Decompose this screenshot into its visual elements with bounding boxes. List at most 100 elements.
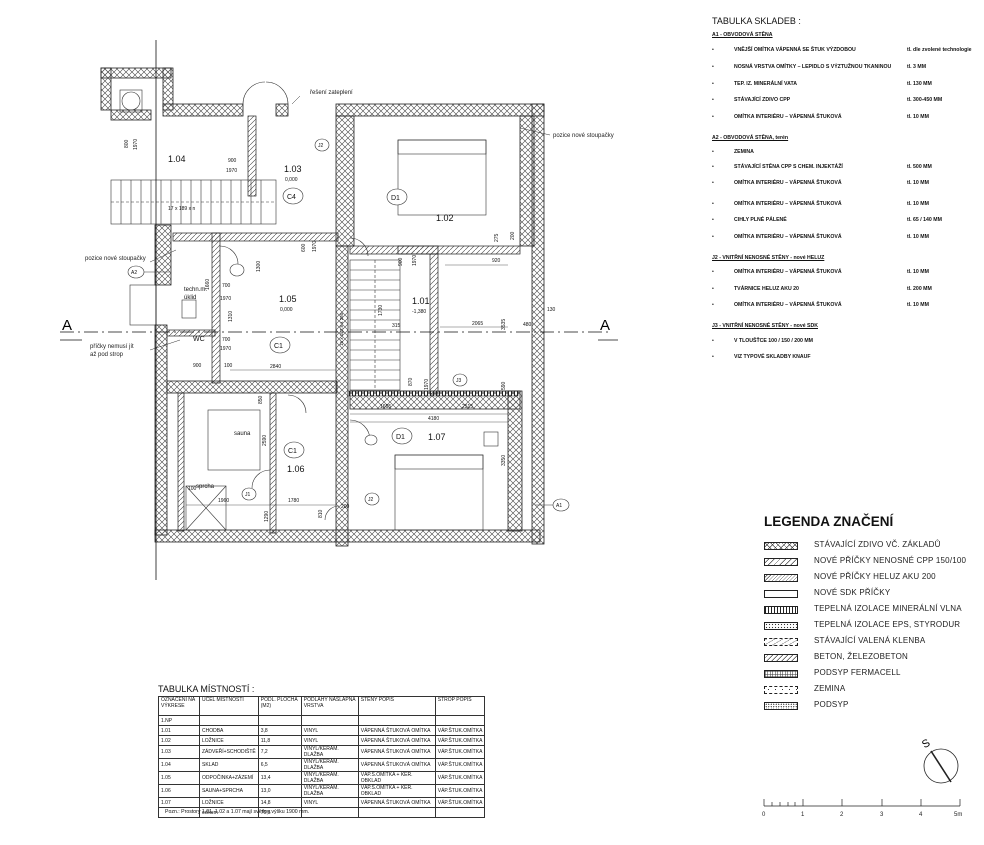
table-cell: VÁP.ŠTUK.OMÍTKA [434, 797, 486, 808]
table-header-row: OZNAČENÍ NA VÝKRESE ÚČEL MÍSTNOSTI PODL.… [158, 696, 486, 716]
legend-swatch [764, 558, 798, 566]
note-riser-right: pozice nové stoupačky [553, 133, 614, 139]
room-wc: WC [193, 336, 205, 343]
table-cell: VINYL/KERAM. DLAŽBA [300, 784, 359, 798]
dim-1970-b: 1970 [133, 139, 139, 150]
table-cell: VINYL [300, 725, 359, 736]
skladby-title: TABULKA SKLADEB : [712, 16, 801, 26]
table-cell: VÁPENNÁ ŠTUKOVÁ OMÍTKA [357, 725, 436, 736]
room-1-06: 1.06 [287, 464, 305, 474]
table-cell: VÁP.ŠTUK.OMÍTKA [434, 745, 486, 759]
furniture [119, 89, 499, 531]
dim-590: 590 [501, 381, 507, 390]
stairs-label: 17 x 189 x n [168, 206, 195, 212]
dim-4180: 4180 [428, 416, 439, 422]
tag-c1-a-text: C1 [274, 343, 283, 350]
table-cell: ZÁDVEŘÍ+SCHODIŠTĚ [199, 745, 259, 759]
legend-swatch [764, 654, 798, 662]
table-cell: 1.03 [158, 745, 200, 759]
col-header: STROP POPIS [434, 696, 486, 716]
tag-c1-b [283, 441, 305, 459]
note-riser-left: pozice nové stoupačky [85, 256, 146, 262]
dim-1970-c: 1970 [312, 241, 318, 252]
dim-900-a: 900 [228, 158, 237, 164]
scale-tick-4: 4 [919, 812, 923, 818]
dim-850: 850 [258, 395, 264, 404]
tag-i [364, 434, 378, 446]
table-cell: 11,8 [257, 735, 302, 746]
table-cell: VÁP.ŠTUK.OMÍTKA [434, 758, 486, 772]
note-partitions: příčky nemusí jít [90, 344, 134, 350]
dim-2515: 2515 [462, 404, 473, 410]
dim-1290: 1290 [264, 511, 270, 522]
legend-swatch [764, 606, 798, 614]
legend-item: NOVÉ SDK PŘÍČKY [764, 588, 984, 600]
room-uklid: úklid [184, 295, 196, 301]
legend-item: STÁVAJÍCÍ VALENÁ KLENBA [764, 636, 984, 648]
col-header: PODL. PLOCHA (M2) [257, 696, 302, 716]
table-cell: VÁPENNÁ ŠTUKOVÁ OMÍTKA [357, 758, 436, 772]
room-1-03: 1.03 [284, 164, 302, 174]
dim-100-b: 100 [188, 486, 197, 492]
skladby-group-j3: J3 - VNITŘNÍ NENOSNÉ STĚNY - nové SDK [712, 323, 818, 329]
legend-swatch [764, 670, 798, 678]
dim-1310: 1310 [228, 311, 234, 322]
legend-swatch [764, 542, 798, 550]
room-1-01: 1.01 [412, 296, 430, 306]
legend-item: TEPELNÁ IZOLACE EPS, STYRODUR [764, 620, 984, 632]
table-cell: VÁP.ŠTUK.OMÍTKA [434, 784, 486, 798]
room-1-05: 1.05 [279, 294, 297, 304]
dim-1970-f: 1970 [424, 379, 430, 390]
table-cell: 1.05 [158, 771, 200, 785]
table-cell: VÁP.ŠTUK.OMÍTKA [434, 735, 486, 746]
table-cell: 1.06 [158, 784, 200, 798]
dim-900-c: 900 [398, 257, 404, 266]
legend-item: NOVÉ PŘÍČKY NENOSNÉ CPP 150/100 [764, 556, 984, 568]
skladby-group-a1: A1 - OBVODOVÁ STĚNA [712, 32, 773, 38]
stairs2-label: 15 x 187,8 x 250 [339, 312, 344, 346]
rooms-table-title: TABULKA MÍSTNOSTÍ : [158, 684, 255, 694]
scale-tick-2: 2 [840, 812, 844, 818]
dim-2590: 2590 [262, 435, 268, 446]
dim-2065: 2065 [472, 321, 483, 327]
dim-275: 275 [494, 233, 500, 242]
table-cell: 1.NP [158, 715, 200, 726]
table-cell: LOŽNICE [199, 797, 259, 808]
room-1-02: 1.02 [436, 213, 454, 223]
dim-1970-d: 1970 [220, 296, 231, 302]
legend-item: TEPELNÁ IZOLACE MINERÁLNÍ VLNA [764, 604, 984, 616]
dim-1960: 1960 [218, 498, 229, 504]
scale-tick-3: 3 [880, 812, 884, 818]
legend-item: NOVÉ PŘÍČKY HELUZ AKU 200 [764, 572, 984, 584]
table-cell: VÁPENNÁ ŠTUKOVÁ OMÍTKA [357, 735, 436, 746]
table-cell: VINYL/KERAM. DLAŽBA [300, 771, 359, 785]
col-header: STĚNY POPIS [357, 696, 436, 716]
section-label-left: A [62, 317, 72, 334]
table-cell: 1.07 [158, 797, 200, 808]
note-partitions2: až pod strop [90, 352, 124, 358]
room-1-01-level: -1,380 [412, 309, 426, 315]
dim-2840: 2840 [270, 364, 281, 370]
tag-d1-bot [391, 427, 413, 445]
room-1-07: 1.07 [428, 432, 446, 442]
table-cell: VINYL/KERAM. DLAŽBA [300, 745, 359, 759]
dim-810: 810 [318, 509, 324, 518]
dim-700-a: 700 [222, 283, 231, 289]
room-1-03-level: 0,000 [285, 177, 298, 183]
scale-bar [763, 799, 961, 807]
tag-j2-top [314, 138, 330, 152]
rooms-table-note: Pozn.: Prostory 1.01, 1.02 a 1.07 mají s… [165, 809, 310, 815]
tag-c4 [282, 187, 304, 205]
dim-315: 315 [392, 323, 401, 329]
legend-item: STÁVAJÍCÍ ZDIVO VČ. ZÁKLADŮ [764, 540, 984, 552]
table-cell: SKLAD [199, 758, 259, 772]
stairs-1-04 [110, 179, 277, 225]
rooms-table: OZNAČENÍ NA VÝKRESE ÚČEL MÍSTNOSTI PODL.… [158, 696, 486, 818]
